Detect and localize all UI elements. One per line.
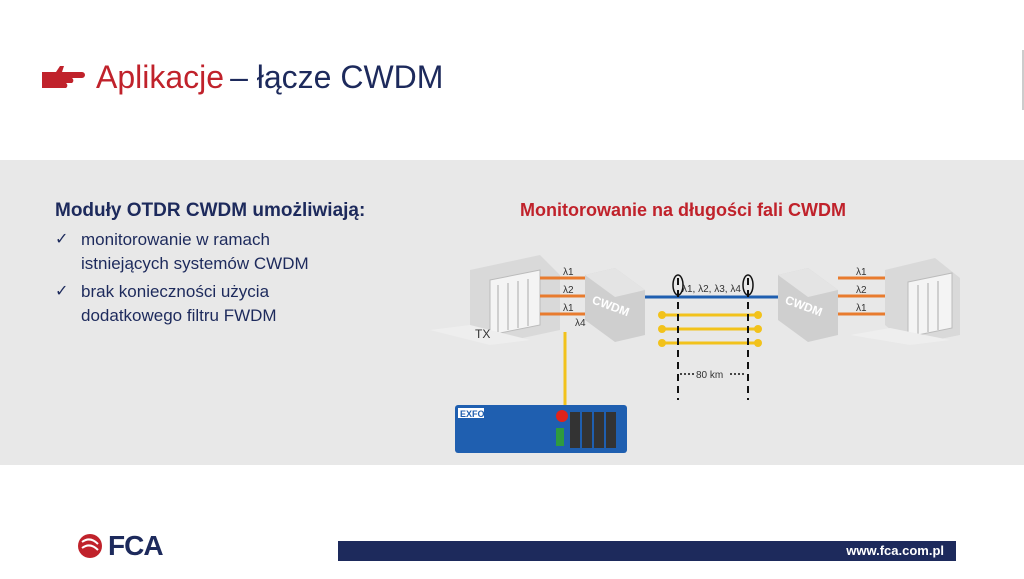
bullet-text-line: dodatkowego filtru FWDM xyxy=(81,306,277,325)
cwdm-mux-right: CWDM xyxy=(778,268,838,342)
distance-label: 80 km xyxy=(696,370,723,381)
lambda-label: λ1 xyxy=(856,267,867,278)
exfo-instrument: EXFO xyxy=(455,405,627,453)
lambda-label: λ2 xyxy=(563,285,574,296)
list-item: ✓ brak konieczności użycia dodatkowego f… xyxy=(55,280,415,328)
trunk-lambdas-label: λ1, λ2, λ3, λ4 xyxy=(682,284,741,295)
title-keyword: Aplikacje xyxy=(96,58,225,95)
instrument-brand: EXFO xyxy=(460,409,485,419)
tx-label: TX xyxy=(475,327,490,341)
title-rest: – łącze CWDM xyxy=(230,58,444,95)
checkmark-icon: ✓ xyxy=(55,283,69,300)
tx-rack xyxy=(430,255,560,345)
lambda-label: λ4 xyxy=(575,318,586,329)
footer-bar: www.fca.com.pl xyxy=(338,541,956,561)
diagram-title: Monitorowanie na długości fali CWDM xyxy=(520,200,846,220)
lambda-label: λ1 xyxy=(563,267,574,278)
bullet-text-line: brak konieczności użycia xyxy=(81,282,270,301)
features-heading: Moduły OTDR CWDM umożliwiają: xyxy=(55,200,366,221)
checkmark-icon: ✓ xyxy=(55,231,69,248)
bullet-text-line: monitorowanie w ramach xyxy=(81,230,270,249)
lambda-label: λ2 xyxy=(856,285,867,296)
logo-text: FCA xyxy=(108,530,164,561)
slide-title: Aplikacje – łącze CWDM xyxy=(40,52,443,102)
list-item: ✓ monitorowanie w ramach istniejących sy… xyxy=(55,228,415,276)
features-list: Moduły OTDR CWDM umożliwiają: ✓ monitoro… xyxy=(55,200,415,332)
pointing-hand-icon xyxy=(42,66,85,88)
fca-logo-icon xyxy=(78,534,102,558)
lambda-label: λ1 xyxy=(856,303,867,314)
right-edge-line xyxy=(1022,50,1024,110)
bullet-text-line: istniejących systemów CWDM xyxy=(81,254,309,273)
fca-logo: FCA xyxy=(76,530,164,562)
cwdm-diagram: TX λ1 λ2 λ1 λ4 CWDM λ1, λ2, λ3, λ4 80 km… xyxy=(430,255,960,453)
rx-rack xyxy=(850,258,960,345)
cwdm-mux-left: CWDM xyxy=(585,268,645,342)
footer-url[interactable]: www.fca.com.pl xyxy=(846,543,944,558)
lambda-label: λ1 xyxy=(563,303,574,314)
